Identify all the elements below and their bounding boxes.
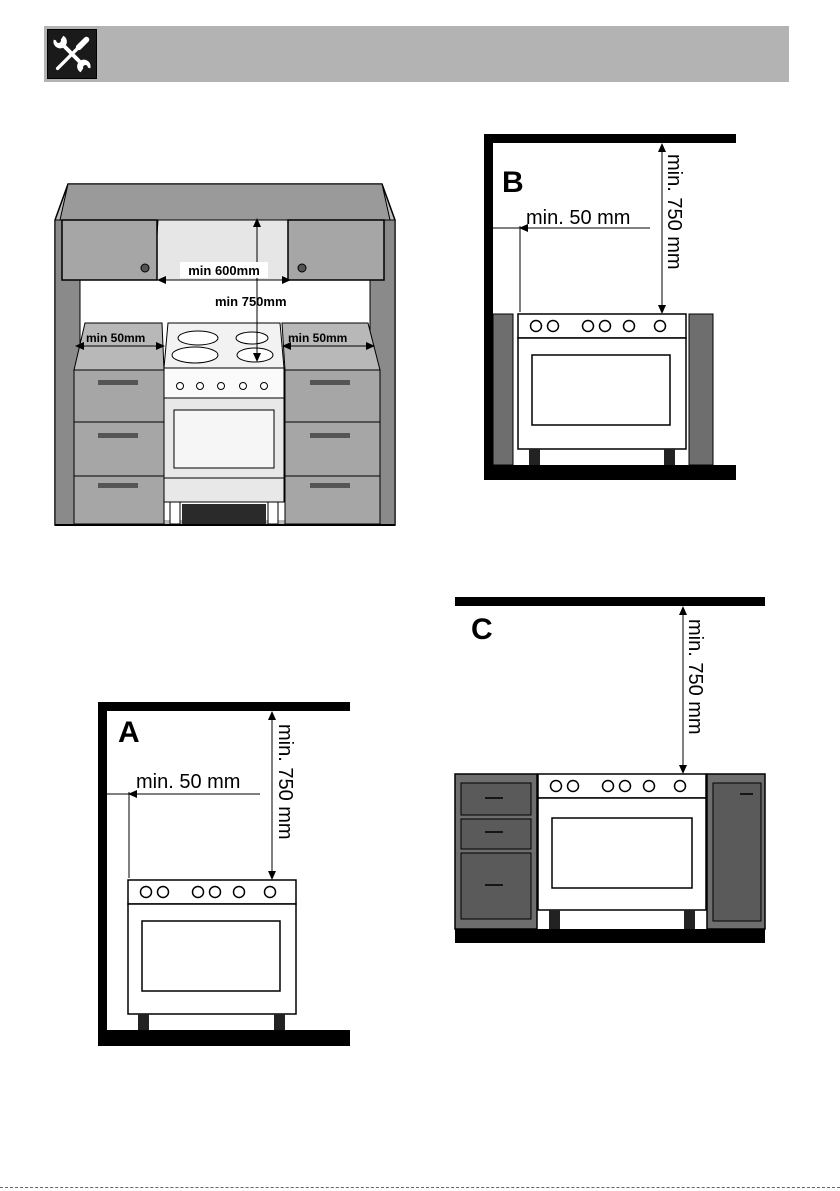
kitchen-installation-diagram: min 600mm min 750mm min 50mm min 50mm <box>50 180 400 530</box>
tools-icon <box>47 29 97 79</box>
diagram-c: C min. 750 mm <box>455 597 765 943</box>
diagram-b-side-label: min. 50 mm <box>526 207 630 229</box>
kitchen-label-height: min 750mm <box>215 294 287 309</box>
diagram-b-letter: B <box>502 166 524 199</box>
kitchen-label-width: min 600mm <box>188 263 260 278</box>
kitchen-label-right: min 50mm <box>288 331 347 345</box>
diagram-a-letter: A <box>118 716 140 749</box>
diagram-a: A min. 50 mm min. 750 mm <box>98 702 350 1046</box>
kitchen-label-left: min 50mm <box>86 331 145 345</box>
diagram-c-letter: C <box>471 613 493 646</box>
diagram-a-top-label: min. 750 mm <box>274 724 296 840</box>
header-bar <box>44 26 789 82</box>
diagram-b: B min. 50 mm min. 750 mm <box>484 134 736 480</box>
diagram-a-side-label: min. 50 mm <box>136 771 240 793</box>
diagram-b-top-label: min. 750 mm <box>663 154 685 270</box>
diagram-c-top-label: min. 750 mm <box>684 619 706 735</box>
page-bottom-rule <box>0 1187 840 1188</box>
